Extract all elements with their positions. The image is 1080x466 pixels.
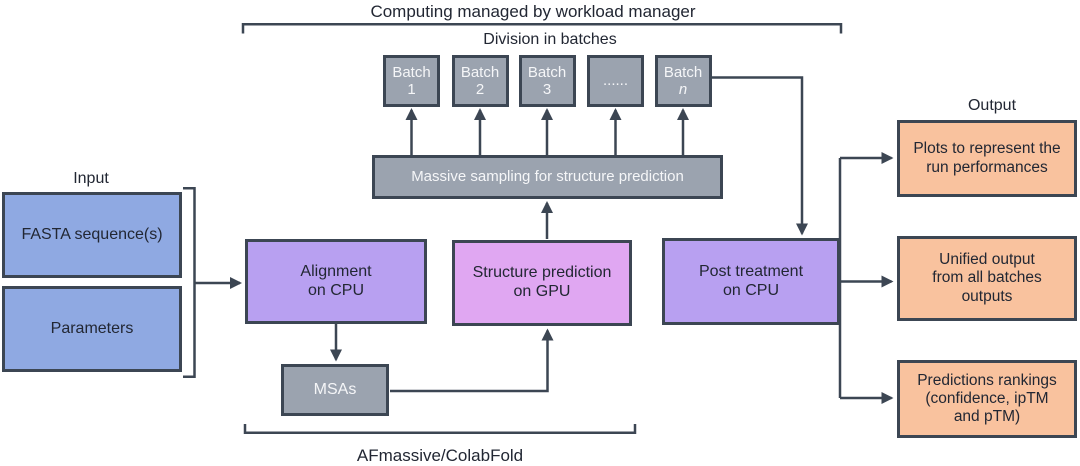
batch-label-top: Batch xyxy=(392,63,431,81)
parameters-box: Parameters xyxy=(2,286,182,372)
output-box-plots: Plots to represent the run performances xyxy=(897,120,1077,197)
bracket-input xyxy=(183,187,196,378)
msas-box: MSAs xyxy=(281,364,389,416)
batch-label-bottom: n xyxy=(678,81,688,98)
arrow-msas-to-structure xyxy=(390,328,554,393)
massive-sampling-box: Massive sampling for structure predictio… xyxy=(372,155,723,199)
batch-label-top: Batch xyxy=(663,63,703,81)
output-box-unified: Unified output from all batches outputs xyxy=(897,236,1077,321)
batch-label-top: Batch xyxy=(460,63,500,81)
arrow-batch-n-to-post-treatment xyxy=(710,76,809,236)
batch-box-n: Batch n xyxy=(654,55,712,107)
batch-label-top: Batch xyxy=(527,63,567,81)
batch-label-bottom: 3 xyxy=(542,81,552,98)
batch-label-bottom: 2 xyxy=(475,81,485,98)
input-label: Input xyxy=(73,170,109,187)
alignment-cpu-box: Alignment on CPU xyxy=(245,239,427,324)
post-treatment-cpu-box: Post treatment on CPU xyxy=(662,238,840,325)
batch-box-ellipsis: ...... xyxy=(587,55,644,107)
afmassive-colabfold-label: AFmassive/ColabFold xyxy=(356,446,524,465)
output-label: Output xyxy=(967,97,1017,114)
batch-ellipsis: ...... xyxy=(602,72,628,90)
batch-label-bottom: 1 xyxy=(407,81,416,98)
batch-box-1: Batch 1 xyxy=(383,55,440,107)
fasta-sequence-box: FASTA sequence(s) xyxy=(2,192,182,278)
output-box-rankings: Predictions rankings (confidence, ipTM a… xyxy=(897,360,1077,438)
bracket-workload-manager xyxy=(241,23,843,34)
workload-manager-label: Computing managed by workload manager xyxy=(370,2,696,21)
division-in-batches-label: Division in batches xyxy=(483,31,617,48)
bracket-afmassive xyxy=(243,424,637,434)
batch-box-3: Batch 3 xyxy=(518,55,576,107)
structure-prediction-gpu-box: Structure prediction on GPU xyxy=(452,240,632,326)
batch-box-2: Batch 2 xyxy=(451,55,509,107)
